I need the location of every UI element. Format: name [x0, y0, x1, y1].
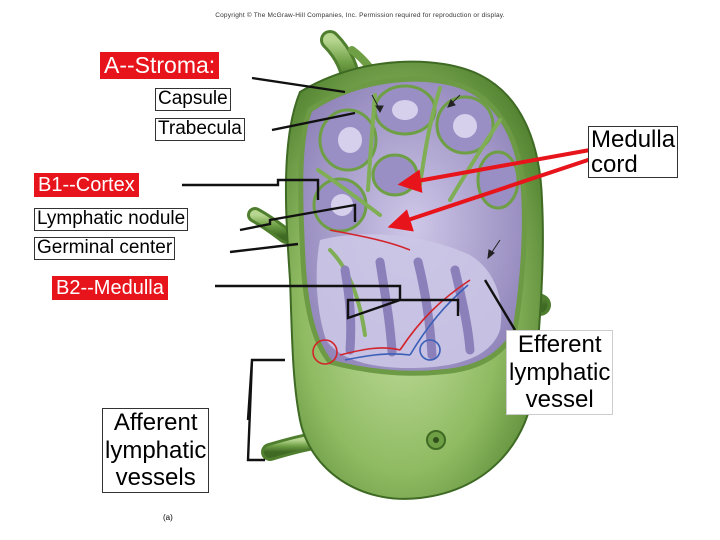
hilum-knob [426, 430, 446, 450]
germinal-center-label: Germinal center [34, 237, 176, 260]
cortex-bracket [182, 178, 320, 200]
stroma-leader [251, 76, 346, 94]
afferent-line-1: Afferent [113, 409, 198, 436]
trabecula-label: Trabecula [155, 118, 245, 141]
figure-tag: (a) [163, 513, 173, 522]
efferent-leader [483, 279, 517, 331]
medulla-cord-line-2: cord [591, 151, 638, 179]
cortex-label: B1--Cortex [34, 173, 139, 197]
afferent-vessel-left [247, 207, 294, 244]
afferent-line-3: vessels [115, 464, 196, 492]
efferent-line-1: Efferent [517, 331, 602, 358]
efferent-label: Efferent lymphatic vessel [506, 330, 614, 415]
medullary-cords [340, 257, 475, 360]
efferent-line-3: vessel [525, 386, 594, 414]
efferent-line-2: lymphatic [509, 358, 611, 386]
medulla-cord-label: Medulla cord [588, 126, 679, 179]
medulla-cord-arrows [387, 148, 595, 232]
afferent-line-2: lymphatic [105, 436, 207, 464]
stroma-label: A--Stroma: [100, 52, 220, 80]
lymphatic-nodule-label: Lymphatic nodule [34, 208, 189, 231]
copyright-notice: Copyright © The McGraw-Hill Companies, I… [215, 12, 505, 19]
medulla-cord-line-1: Medulla [591, 126, 676, 153]
medulla-label: B2--Medulla [52, 276, 168, 300]
germinal-centers [331, 100, 477, 216]
medulla-bracket [215, 284, 460, 320]
flow-arrows [371, 94, 501, 260]
blood-vessels [312, 229, 471, 365]
capsule-label: Capsule [155, 88, 231, 111]
leader-lines [182, 76, 517, 462]
nodule-bracket [239, 203, 357, 232]
trabecula-leader [271, 111, 356, 132]
afferent-label: Afferent lymphatic vessels [102, 408, 210, 493]
afferent-bracket [246, 358, 285, 462]
germinal-leader [229, 242, 299, 254]
